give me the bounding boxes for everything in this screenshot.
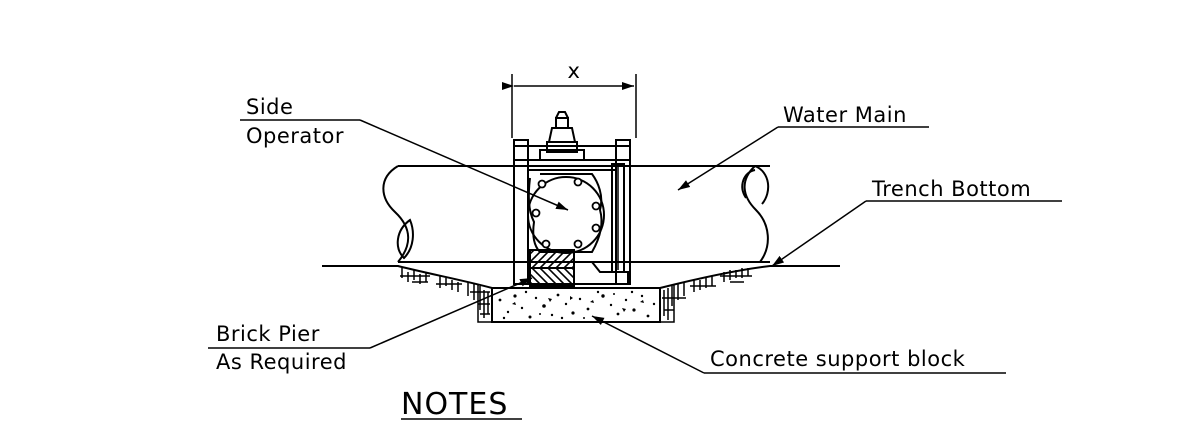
dimension-x: x	[502, 59, 637, 138]
dimension-label: x	[568, 59, 581, 83]
water-main-label: Water Main	[783, 103, 907, 127]
trench-bottom	[322, 265, 840, 323]
water-main-callout: Water Main	[677, 103, 929, 191]
concrete-support-block	[491, 287, 661, 323]
trench-bottom-label: Trench Bottom	[871, 177, 1031, 201]
brick-pier-label-line2: As Required	[216, 350, 347, 374]
concrete-block-callout: Concrete support block	[591, 315, 1006, 374]
concrete-block-label: Concrete support block	[710, 347, 966, 371]
side-operator-label-line2: Operator	[246, 124, 344, 148]
side-operator-callout: Side Operator	[240, 95, 569, 211]
notes-heading: NOTES	[401, 387, 522, 422]
notes-heading-text: NOTES	[401, 387, 508, 422]
brick-pier-callout: Brick Pier As Required	[208, 277, 533, 374]
water-main-pipe	[382, 165, 770, 263]
brick-pier	[529, 249, 575, 287]
trench-bottom-callout: Trench Bottom	[771, 177, 1062, 267]
brick-pier-label-line1: Brick Pier	[216, 322, 320, 346]
side-operator-label-line1: Side	[246, 95, 293, 119]
gate-valve	[513, 111, 631, 285]
